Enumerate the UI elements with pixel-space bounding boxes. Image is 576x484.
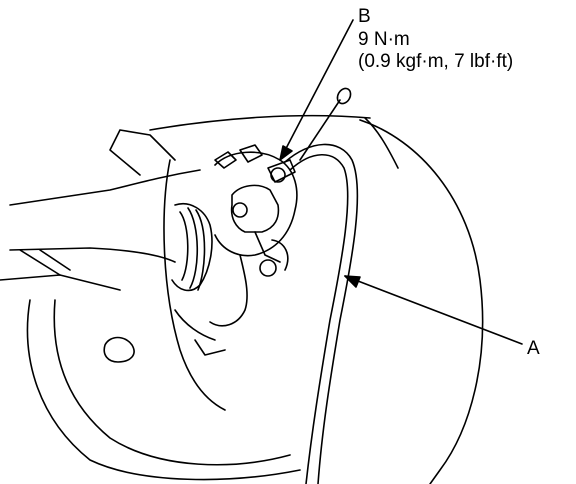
knuckle-foot [103,336,135,363]
wheel-well-inner [53,299,291,466]
cv-boot-ridges [179,207,206,291]
knuckle-lower [209,254,248,327]
suspension-arm-top [9,169,201,206]
callout-a-letter: A [527,338,540,359]
cv-boot [171,203,213,292]
tire-top-edge [149,114,371,131]
leader-line-a [344,275,523,345]
bleeder-fitting [214,151,237,169]
leader-arrow-a [344,275,361,288]
rod-tip [336,87,352,105]
brake-hose-outer [284,143,359,484]
callout-b-torque: 9 N·m [358,29,410,50]
caliper-bolt-upper [232,202,248,218]
callout-b-torque-alt: (0.9 kgf·m, 7 lbf·ft) [358,51,514,72]
hub-nut [239,144,263,163]
caliper-body [230,184,280,233]
wheel-well-outer [26,299,301,481]
upper-arm [109,129,176,176]
callout-b-letter: B [358,6,371,27]
banjo-fitting [267,159,296,183]
tire-shoulder [364,117,399,169]
suspension-arm-lower [0,274,121,291]
tire-outer-outline [359,119,484,484]
suspension-arm-brace [19,249,71,276]
rod [299,99,341,161]
caliper-bolt-lower [259,259,277,277]
knuckle-bottom [174,309,226,356]
knuckle-body [214,151,298,257]
leader-arrow-b [279,145,293,161]
caliper-bracket [254,231,289,271]
suspension-arm-bottom [9,247,176,263]
leader-line-b [279,19,354,161]
brake-hose-inner [289,154,349,484]
rim-inner-edge [163,159,226,411]
